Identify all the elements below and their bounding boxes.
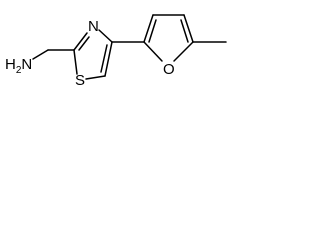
thiazole-c5-s1-bond [85, 75, 106, 80]
structure-canvas: H2N N S O [0, 0, 298, 100]
furan-c2-c3-bond [143, 14, 154, 43]
chemical-structure: H2N N S O [5, 14, 227, 89]
furan-c4-c5-double-bond [180, 19, 189, 43]
atom-label-layer: H2N N S O [5, 18, 175, 89]
furan-c4-c5-bond [183, 14, 194, 43]
furan-o-c2-bond [143, 41, 163, 62]
thiazole-s1-c2-bond [73, 49, 78, 75]
thiazole-c4-c5-double-bond [100, 44, 108, 73]
thiazole-c2-n3-double-bond [78, 36, 90, 51]
thiazole-nitrogen-label: N [88, 18, 99, 35]
furan-c2-c3-double-bond [148, 19, 157, 43]
amine-label: H2N [5, 56, 32, 76]
furan-c5-o-bond [173, 41, 194, 62]
furan-oxygen-label: O [163, 61, 175, 78]
thiazole-n3-c4-bond [98, 29, 113, 43]
bond-layer [32, 14, 227, 80]
amine-to-methylene-bond [32, 49, 49, 60]
thiazole-sulfur-label: S [75, 72, 85, 89]
thiazole-c2-n3-bond [73, 32, 88, 51]
thiazole-c4-c5-bond [104, 41, 113, 77]
